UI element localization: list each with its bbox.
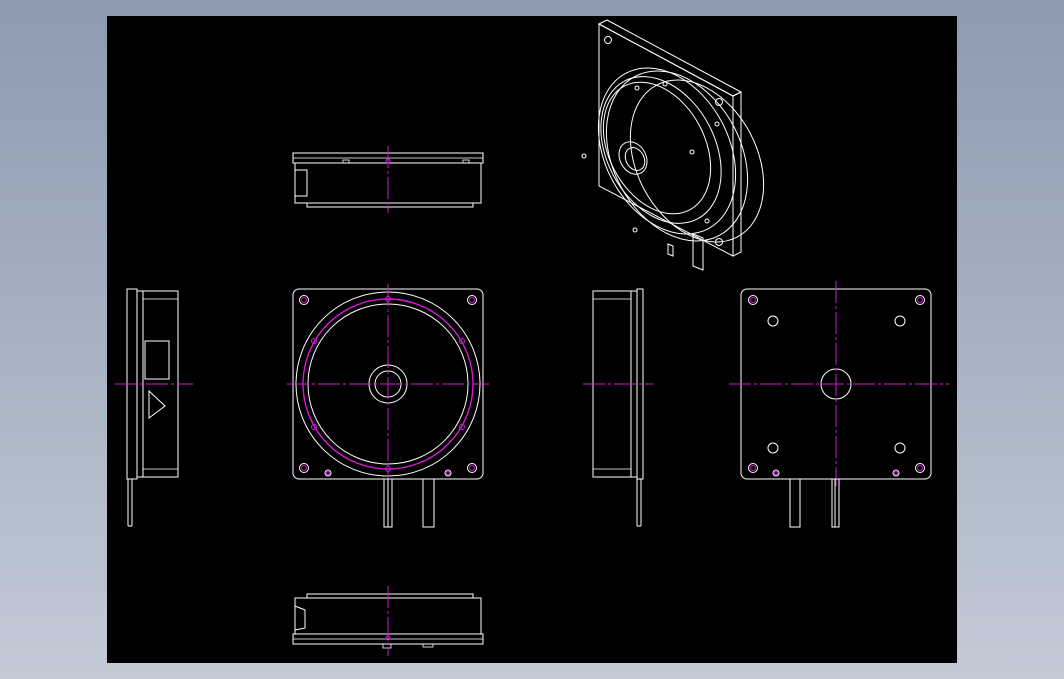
right-view bbox=[583, 288, 653, 527]
rear-view bbox=[729, 281, 949, 528]
isometric-view bbox=[581, 19, 765, 271]
top-view bbox=[292, 146, 484, 213]
front-view bbox=[287, 284, 489, 528]
left-view bbox=[115, 288, 193, 527]
bottom-view bbox=[292, 586, 484, 656]
drawing-viewport[interactable] bbox=[107, 16, 957, 663]
drawing-canvas bbox=[115, 19, 949, 656]
